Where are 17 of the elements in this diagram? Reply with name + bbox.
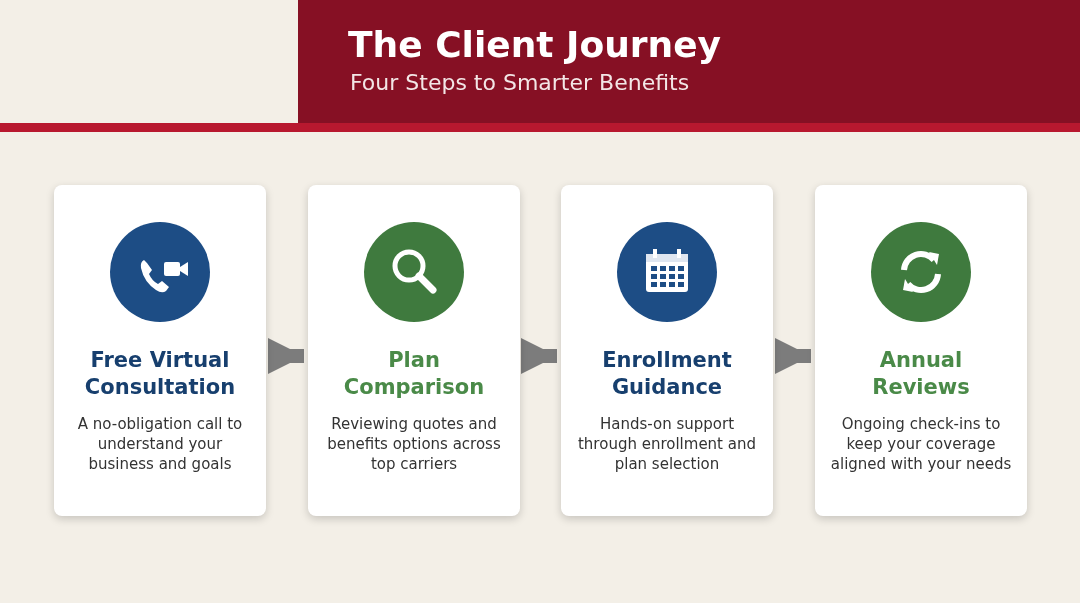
step-card (561, 185, 773, 516)
step-title: Plan Comparison (342, 347, 486, 401)
step-description: Reviewing quotes and benefits options across top carriers (326, 414, 502, 474)
step-card (815, 185, 1027, 516)
arrow (774, 337, 811, 375)
step-card (54, 185, 266, 516)
subtitle: Four Steps to Smarter Benefits (350, 70, 690, 95)
step-description: A no-obligation call to understand your business and goals (76, 414, 244, 474)
step-title: Enrollment Guidance (601, 347, 733, 401)
step-description: Ongoing check-ins to keep your coverage aligned with your needs (829, 414, 1013, 474)
step-description: Hands-on support through enrollment and plan selection (577, 414, 757, 474)
step-card (308, 185, 520, 516)
step-title: Annual Reviews (871, 347, 971, 401)
title: The Client Journey (348, 24, 722, 65)
step-title: Free Virtual Consultation (83, 347, 237, 401)
arrow (520, 337, 557, 375)
arrow (267, 337, 304, 375)
